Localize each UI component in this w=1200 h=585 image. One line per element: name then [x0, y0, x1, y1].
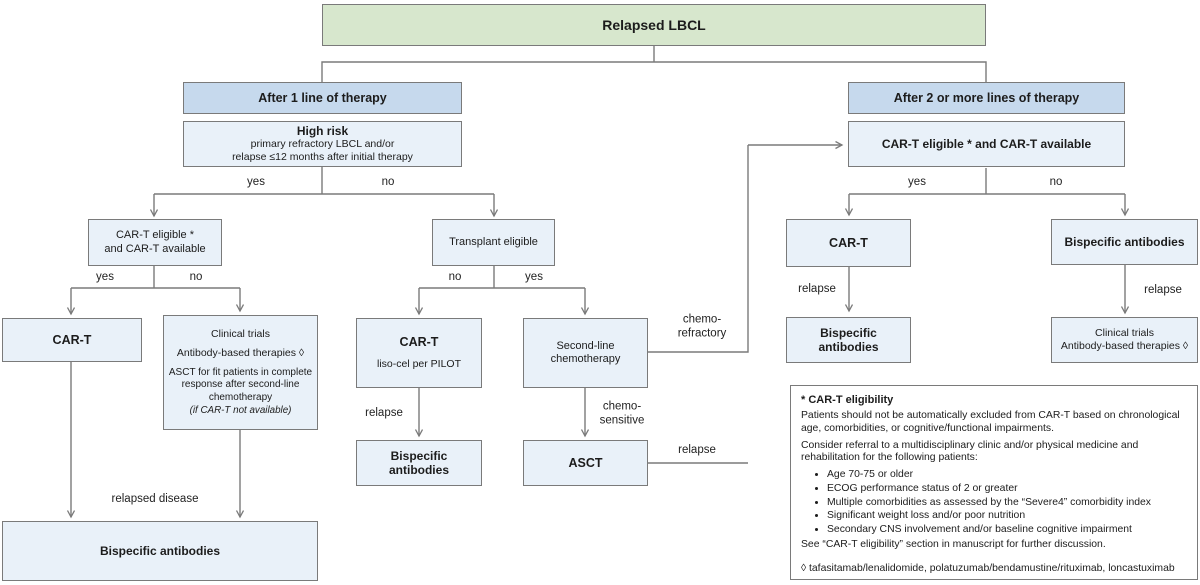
second-line-chemo-label: Second-line chemotherapy — [550, 339, 621, 365]
label-relapse-pilot: relapse — [365, 407, 403, 420]
label-chemo-refractory: chemo-refractory — [677, 313, 727, 339]
label-yes-cart-eligible-right: yes — [908, 176, 926, 189]
car-t-eligible-left-line1: CAR-T eligible * — [115, 229, 195, 242]
node-clinical-trials-left: Clinical trials Antibody-based therapies… — [163, 315, 318, 430]
node-car-t-left: CAR-T — [2, 318, 142, 362]
car-t-left-label: CAR-T — [52, 332, 92, 347]
node-asct: ASCT — [523, 440, 648, 486]
node-car-t-eligible-left: CAR-T eligible * and CAR-T available — [88, 219, 222, 266]
antibody-therapies-line: Antibody-based therapies ◊ — [176, 347, 305, 360]
label-yes-high-risk: yes — [247, 176, 265, 189]
liso-cel-line: liso-cel per PILOT — [376, 357, 462, 370]
node-relapsed-lbcl-label: Relapsed LBCL — [602, 16, 706, 33]
bispecific-mid-label: Bispecific antibodies — [388, 448, 449, 477]
node-high-risk: High risk primary refractory LBCL and/or… — [183, 121, 462, 167]
label-relapse-bispecific-right: relapse — [1144, 284, 1182, 297]
note-bullet: Significant weight loss and/or poor nutr… — [827, 510, 1187, 523]
bispecific-right-top-label: Bispecific antibodies — [1064, 234, 1185, 249]
asct-fit-note: (if CAR-T not available) — [189, 404, 292, 416]
car-t-pilot-title: CAR-T — [399, 334, 439, 349]
label-relapse-cart-right: relapse — [798, 283, 836, 296]
node-car-t-eligible-right: CAR-T eligible * and CAR-T available — [848, 121, 1125, 167]
label-chemo-sensitive: chemo-sensitive — [599, 400, 645, 426]
label-no-cart-eligible-right: no — [1049, 176, 1063, 189]
note-car-t-eligibility: * CAR-T eligibility Patients should not … — [790, 385, 1198, 580]
node-bispecific-mid: Bispecific antibodies — [356, 440, 482, 486]
node-after-2-lines: After 2 or more lines of therapy — [848, 82, 1125, 114]
label-no-high-risk: no — [381, 176, 395, 189]
transplant-eligible-label: Transplant eligible — [449, 235, 538, 248]
car-t-eligible-right-label: CAR-T eligible * and CAR-T available — [881, 136, 1092, 151]
label-yes-transplant: yes — [525, 271, 543, 284]
node-car-t-pilot: CAR-T liso-cel per PILOT — [356, 318, 482, 388]
node-transplant-eligible: Transplant eligible — [432, 219, 555, 266]
label-yes-cart-eligible-left: yes — [96, 271, 114, 284]
node-bispecific-bottom-left: Bispecific antibodies — [2, 521, 318, 581]
high-risk-title: High risk — [296, 123, 349, 138]
label-relapse-asct: relapse — [678, 444, 716, 457]
clinical-trials-line: Clinical trials — [211, 328, 270, 341]
label-no-cart-eligible-left: no — [189, 271, 203, 284]
node-bispecific-right-mid: Bispecific antibodies — [786, 317, 911, 363]
car-t-right-label: CAR-T — [829, 235, 868, 250]
node-clinical-trials-right: Clinical trials Antibody-based therapies… — [1051, 317, 1198, 363]
note-bullet-list: Age 70-75 or older ECOG performance stat… — [801, 469, 1187, 536]
asct-label: ASCT — [568, 455, 603, 470]
note-bullet: Multiple comorbidities as assessed by th… — [827, 497, 1187, 510]
clinical-trials-right-line1: Clinical trials — [1095, 326, 1154, 339]
node-after-1-line-label: After 1 line of therapy — [258, 90, 387, 105]
node-after-2-lines-label: After 2 or more lines of therapy — [893, 90, 1080, 105]
note-footnote: ◊ tafasitamab/lenalidomide, polatuzumab/… — [801, 563, 1175, 575]
node-relapsed-lbcl: Relapsed LBCL — [322, 4, 986, 46]
note-paragraph-1: Patients should not be automatically exc… — [801, 410, 1180, 435]
asct-fit-text: ASCT for fit patients in complete respon… — [168, 366, 313, 404]
high-risk-line2: relapse ≤12 months after initial therapy — [232, 151, 413, 164]
note-bullet: Age 70-75 or older — [827, 469, 1187, 482]
label-relapsed-disease: relapsed disease — [111, 493, 199, 506]
clinical-trials-right-line2: Antibody-based therapies ◊ — [1060, 340, 1189, 352]
note-title: * CAR-T eligibility — [801, 394, 894, 406]
node-bispecific-right-top: Bispecific antibodies — [1051, 219, 1198, 265]
high-risk-line1: primary refractory LBCL and/or — [250, 138, 395, 151]
note-paragraph-3: See “CAR-T eligibility” section in manus… — [801, 538, 1106, 550]
bispecific-bottom-left-label: Bispecific antibodies — [99, 543, 221, 558]
car-t-eligible-left-line2: and CAR-T available — [104, 242, 206, 255]
note-bullet: ECOG performance status of 2 or greater — [827, 483, 1187, 496]
bispecific-right-mid-label: Bispecific antibodies — [818, 325, 879, 354]
note-paragraph-2: Consider referral to a multidisciplinary… — [801, 439, 1139, 464]
node-after-1-line: After 1 line of therapy — [183, 82, 462, 114]
label-no-transplant: no — [448, 271, 462, 284]
node-second-line-chemo: Second-line chemotherapy — [523, 318, 648, 388]
node-car-t-right: CAR-T — [786, 219, 911, 267]
note-bullet: Secondary CNS involvement and/or baselin… — [827, 524, 1187, 537]
